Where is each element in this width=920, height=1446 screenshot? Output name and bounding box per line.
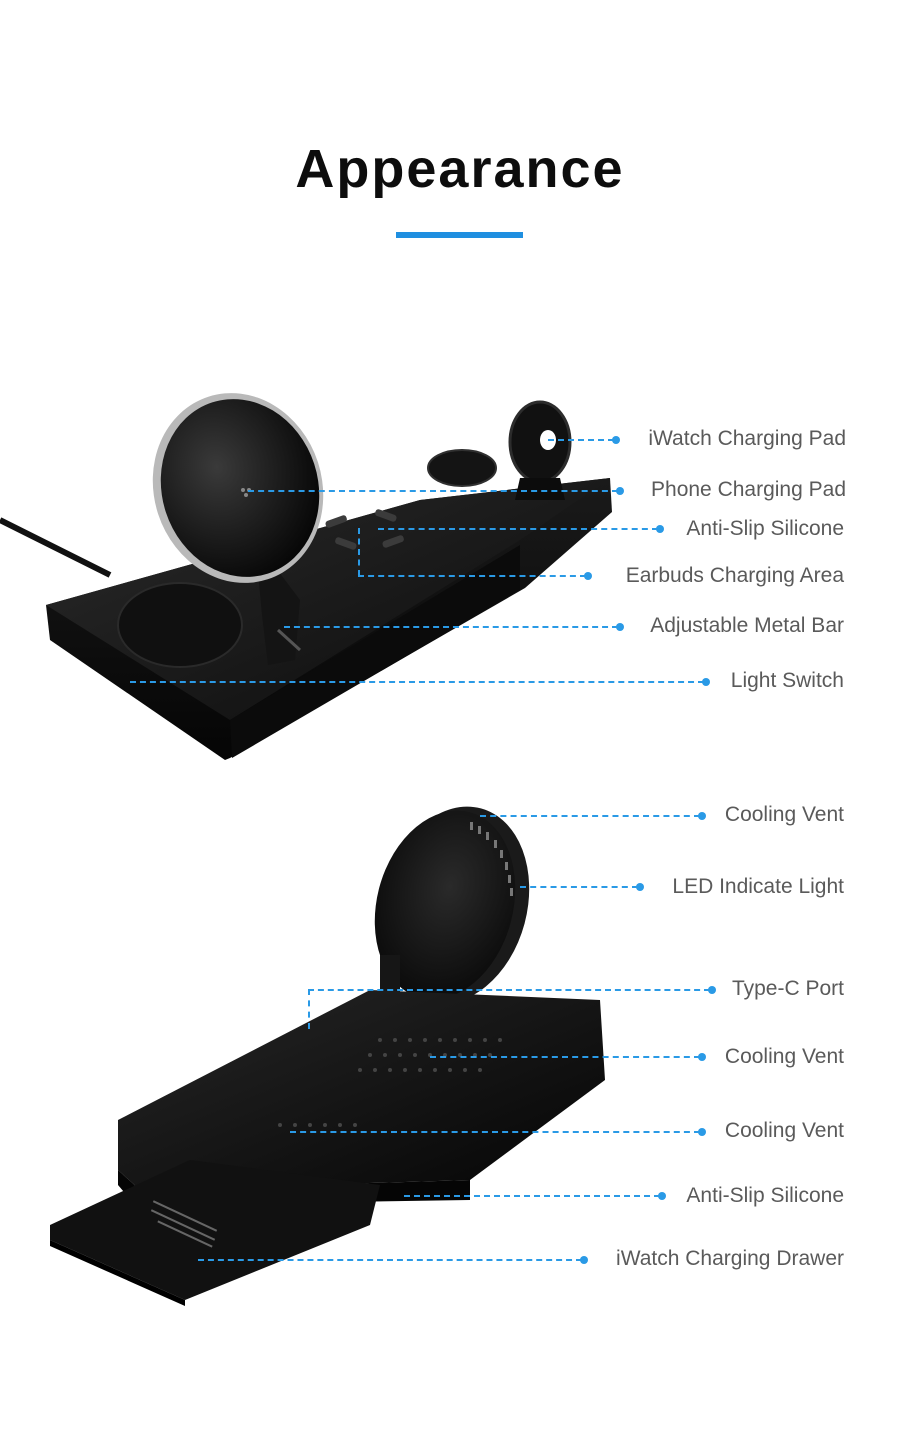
callout-label: LED Indicate Light	[672, 875, 844, 898]
charger-bottom-view-image	[50, 806, 605, 1306]
callout-label: Type-C Port	[731, 977, 844, 1000]
callout-label: iWatch Charging Pad	[648, 427, 846, 450]
charger-top-view-image	[0, 393, 612, 760]
callout-label: Earbuds Charging Area	[625, 564, 844, 587]
callout-label: Light Switch	[730, 669, 844, 692]
callout-label: Phone Charging Pad	[651, 478, 846, 501]
callout-label: Cooling Vent	[724, 803, 844, 826]
callout-label: iWatch Charging Drawer	[616, 1247, 844, 1270]
callout-label: Cooling Vent	[724, 1045, 844, 1068]
page-title: Appearance	[295, 139, 625, 199]
title-underline	[396, 232, 523, 238]
callout-label: Cooling Vent	[724, 1119, 844, 1142]
callout-label: Anti-Slip Silicone	[686, 1184, 844, 1207]
callout-label: Adjustable Metal Bar	[650, 614, 844, 637]
callout-label: Anti-Slip Silicone	[686, 517, 844, 540]
